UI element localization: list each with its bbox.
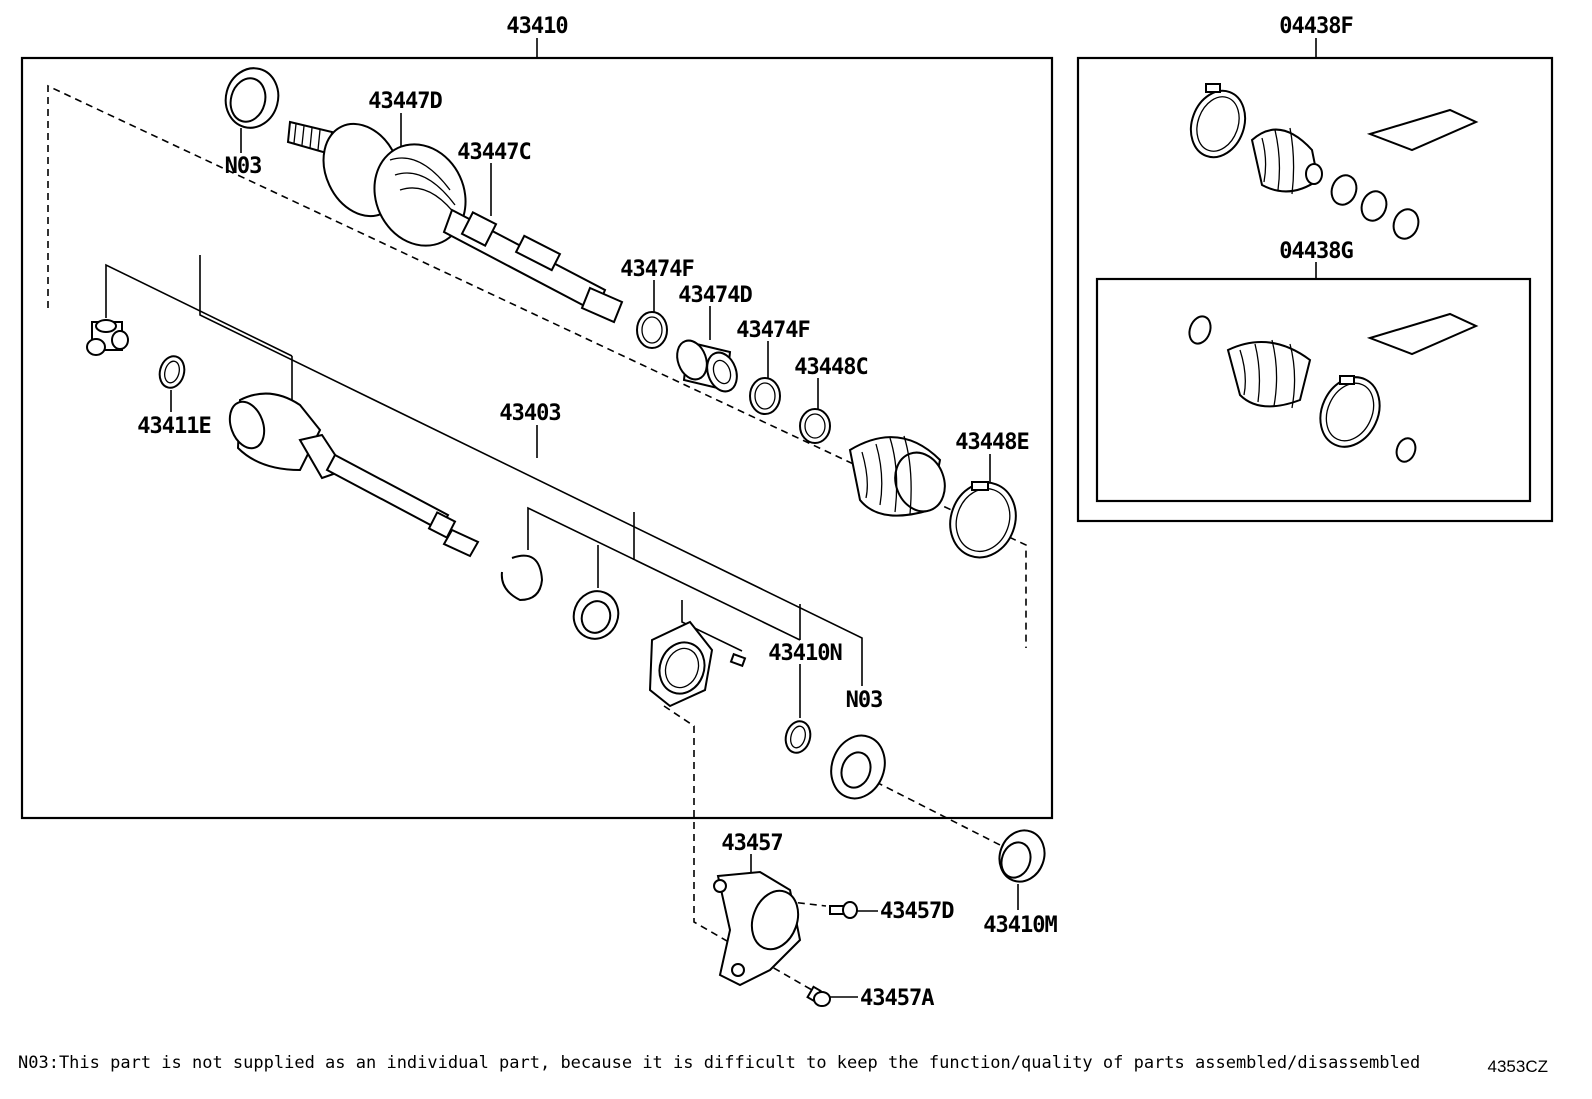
kit-f-boot-kit [1189, 83, 1479, 240]
outer-cv-joint-shaft [286, 120, 624, 324]
snap-ring-43411e [158, 355, 186, 389]
dust-seal-n03-bottom [830, 734, 886, 800]
pin [729, 652, 747, 668]
label-43474f-a[interactable]: 43474F [620, 257, 694, 282]
kit-g-frame [1095, 277, 1532, 503]
oil-seal-43410m [998, 829, 1046, 883]
footnote: N03:This part is not supplied as an indi… [18, 1053, 1420, 1073]
dust-seal-n03-top [224, 67, 280, 129]
label-43403[interactable]: 43403 [499, 401, 561, 426]
damper-43474d [676, 339, 738, 393]
diagram-code: 4353CZ [1488, 1057, 1548, 1076]
label-n03-bottom[interactable]: N03 [846, 688, 884, 713]
label-43447c[interactable]: 43447C [457, 140, 531, 165]
label-43474f-b[interactable]: 43474F [736, 318, 810, 343]
label-43411e[interactable]: 43411E [137, 414, 211, 439]
bearing-bracket [648, 620, 714, 708]
label-43457d[interactable]: 43457D [880, 899, 955, 924]
assembly-dashed-outline [47, 84, 1027, 648]
label-43447d[interactable]: 43447D [368, 89, 443, 114]
label-43410m[interactable]: 43410M [983, 913, 1058, 938]
label-04438g[interactable]: 04438G [1279, 239, 1354, 264]
label-43474d[interactable]: 43474D [678, 283, 753, 308]
inner-joint-shaft-43403 [228, 392, 480, 558]
label-43457[interactable]: 43457 [721, 831, 783, 856]
kit-f-frame [1076, 56, 1554, 523]
bearing-bracket-43457 [713, 870, 802, 987]
label-n03-top[interactable]: N03 [225, 154, 263, 179]
kit-g-boot-kit [1188, 312, 1479, 463]
bearing [572, 590, 620, 640]
label-43448e[interactable]: 43448E [955, 430, 1029, 455]
label-04438f[interactable]: 04438F [1279, 14, 1353, 39]
label-43410n[interactable]: 43410N [768, 641, 842, 666]
tripod-joint-43411 [86, 319, 129, 356]
boot-43448 [848, 435, 946, 517]
circlip [500, 554, 544, 602]
clamp-43448e [949, 481, 1017, 559]
label-43457a[interactable]: 43457A [860, 986, 935, 1011]
bolt-43457a [806, 985, 831, 1007]
snap-ring-43410n [784, 720, 812, 754]
bolt-43457d [829, 901, 858, 919]
label-43448c[interactable]: 43448C [794, 355, 868, 380]
label-43410[interactable]: 43410 [506, 14, 568, 39]
